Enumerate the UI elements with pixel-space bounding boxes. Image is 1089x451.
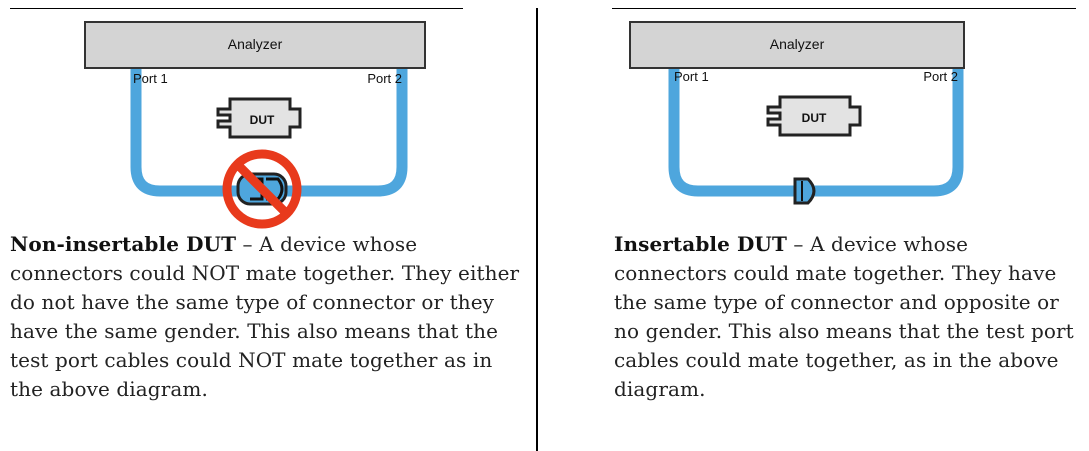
insertable-caption: Insertable DUT – A device whose connecto…	[614, 230, 1084, 404]
port-2-label: Port 2	[367, 71, 402, 86]
insertable-diagram: Analyzer Port 1 Port 2 DUT	[629, 21, 965, 205]
port-2-label: Port 2	[923, 69, 958, 84]
caption-separator: –	[786, 232, 810, 256]
test-port-cable	[668, 69, 964, 197]
mated-connector-icon	[793, 177, 816, 205]
analyzer-box	[629, 21, 965, 69]
dut-label: DUT	[250, 113, 275, 127]
dut-label: DUT	[802, 111, 827, 125]
port-1-label: Port 1	[133, 71, 168, 86]
table-top-border-left	[10, 8, 463, 9]
prohibited-icon	[222, 149, 302, 229]
port-1-label: Port 1	[674, 69, 709, 84]
table-top-border-right	[612, 8, 1076, 9]
panel-insertable: Analyzer Port 1 Port 2 DUT Insertable DU…	[538, 9, 1089, 451]
non-insertable-title: Non-insertable DUT	[10, 232, 237, 256]
caption-separator: –	[236, 232, 260, 256]
analyzer-label: Analyzer	[228, 36, 283, 52]
insertable-description: A device whose connectors could mate tog…	[614, 232, 1074, 401]
non-insertable-description: A device whose connectors could NOT mate…	[10, 232, 520, 401]
analyzer-box	[84, 21, 426, 69]
insertable-title: Insertable DUT	[614, 232, 787, 256]
analyzer-label: Analyzer	[770, 36, 825, 52]
table-column-divider	[536, 8, 538, 451]
dut-device-icon	[216, 97, 302, 139]
non-insertable-caption: Non-insertable DUT – A device whose conn…	[10, 230, 530, 404]
non-insertable-diagram: Analyzer Port 1 Port 2 DUT	[84, 21, 426, 229]
panel-non-insertable: Analyzer Port 1 Port 2 DUT Non-insertabl…	[0, 9, 536, 451]
dut-device-icon	[766, 95, 862, 137]
